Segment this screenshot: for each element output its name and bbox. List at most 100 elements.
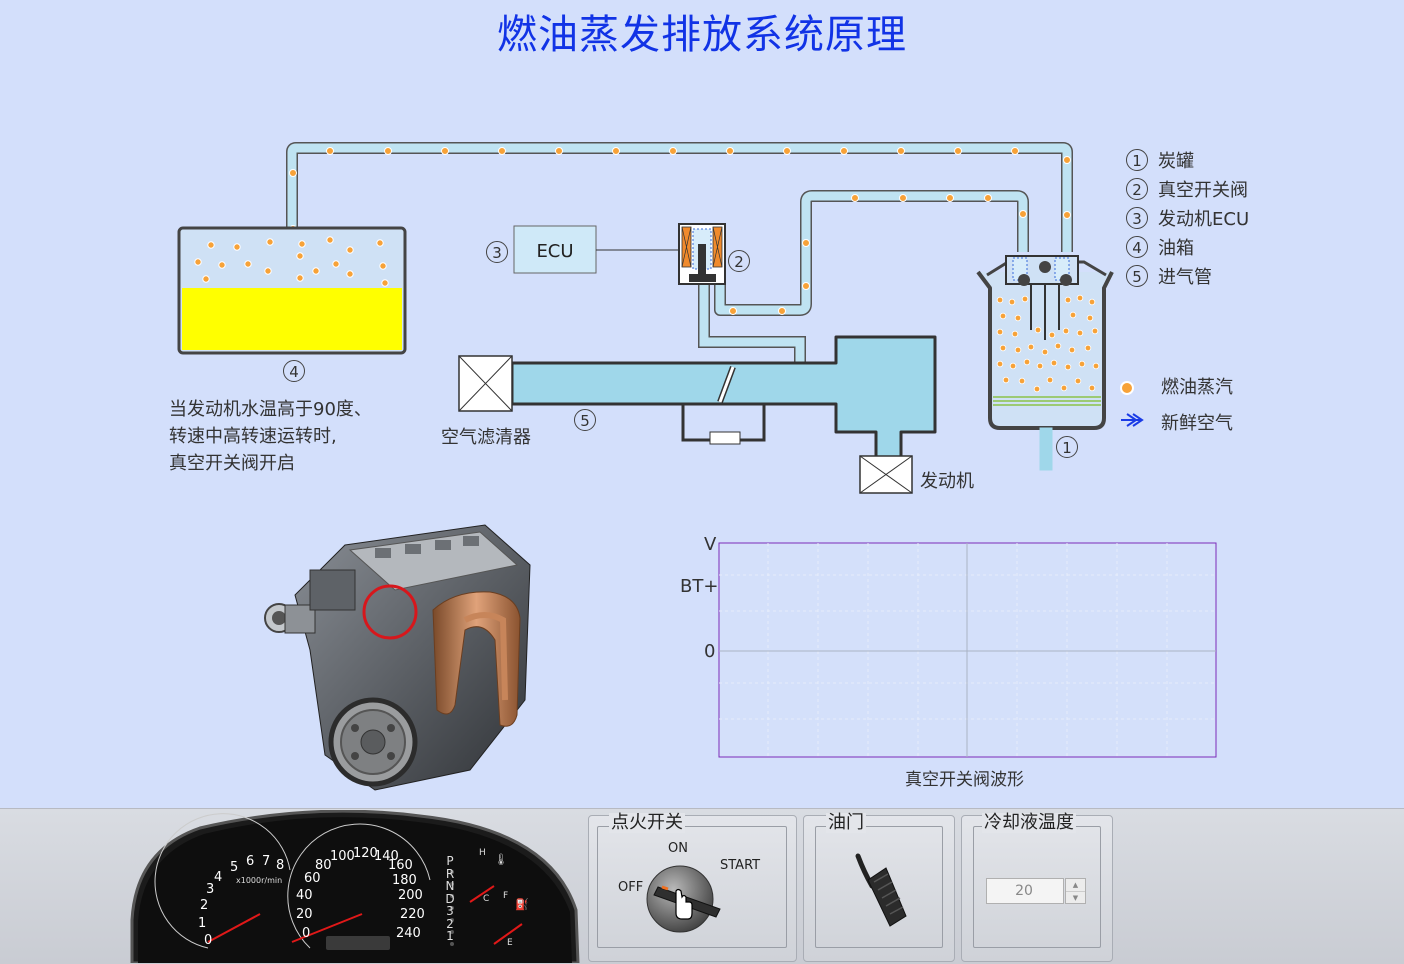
callout-3: 3 (486, 241, 508, 263)
chart-y-label: V (704, 534, 717, 555)
description-line: 真空开关阀开启 (169, 453, 295, 474)
legend-label: 发动机ECU (1158, 209, 1250, 230)
fuel-tank (177, 226, 407, 355)
ecu-box (513, 225, 680, 274)
temp-cold-label: C (483, 894, 490, 904)
throttle-pedal[interactable] (850, 850, 910, 930)
speed-tick: 180 (392, 873, 417, 888)
ignition-on-label: ON (668, 841, 688, 856)
legend-label: 炭罐 (1158, 151, 1194, 172)
tacho-tick: 8 (276, 858, 285, 873)
air-legend-label: 新鲜空气 (1161, 413, 1233, 434)
legend-item-intake: 5 进气管 (1126, 263, 1212, 289)
gear-letter: P (446, 854, 454, 868)
spin-down-icon[interactable]: ▼ (1072, 894, 1079, 902)
tacho-tick: 3 (206, 882, 215, 897)
ignition-start-label: START (720, 858, 761, 873)
chart-y-tick-bt: BT+ (680, 576, 719, 597)
air-legend-icon (1121, 413, 1144, 427)
legend-label: 真空开关阀 (1158, 180, 1248, 201)
intake-pipe (510, 335, 937, 460)
chart-y-tick-zero: 0 (704, 641, 716, 662)
engine-box (859, 455, 913, 494)
speed-tick: 240 (396, 926, 421, 941)
legend-item-tank: 4 油箱 (1126, 234, 1194, 260)
callout-4: 4 (283, 360, 305, 382)
legend-item-canister: 1 炭罐 (1126, 147, 1194, 173)
callout-1: 1 (1056, 436, 1078, 458)
tacho-tick: 5 (230, 860, 239, 875)
speed-tick: 60 (304, 871, 321, 886)
condition-description: 当发动机水温高于90度、 转速中高转速运转时, 真空开关阀开启 (169, 396, 372, 477)
gear-letter: D (445, 891, 455, 906)
tacho-tick: 4 (214, 870, 223, 885)
fuel-needle (493, 923, 523, 945)
tacho-needle (207, 913, 261, 943)
legend-num: 1 (1126, 149, 1148, 171)
instrument-cluster (130, 810, 580, 963)
legend-label: 油箱 (1158, 238, 1194, 259)
gear-letter: 3 (446, 904, 454, 918)
legend-num: 2 (1126, 178, 1148, 200)
speed-tick: 40 (296, 888, 313, 903)
air-filter-label: 空气滤清器 (441, 427, 531, 448)
gear-indicator: P R N D 3 2 1 (445, 855, 455, 943)
speed-tick: 160 (388, 858, 413, 873)
ecu-label: ECU (536, 241, 574, 262)
vacuum-switch-valve (678, 223, 726, 285)
hand-cursor-icon (675, 888, 693, 920)
legend-num: 3 (1126, 207, 1148, 229)
description-line: 转速中高转速运转时, (169, 426, 337, 447)
legend-num: 5 (1126, 265, 1148, 287)
ignition-title: 点火开关 (609, 812, 685, 833)
vacuum-valve-highlight (362, 584, 418, 640)
tacho-tick: 7 (262, 854, 271, 869)
speed-tick: 20 (296, 907, 313, 922)
throttle-title: 油门 (826, 812, 866, 833)
engine-illustration (264, 524, 531, 791)
fuel-empty-label: E (507, 938, 513, 948)
page-title: 燃油蒸发排放系统原理 (497, 12, 907, 58)
purge-pipe (714, 190, 1029, 316)
waveform-chart (718, 542, 1217, 758)
ignition-key-knob[interactable] (640, 865, 732, 937)
legend-item-ecu: 3 发动机ECU (1126, 205, 1249, 231)
tacho-unit: x1000r/min (236, 876, 283, 885)
description-line: 当发动机水温高于90度、 (169, 399, 372, 420)
speed-tick: 140 (374, 849, 399, 864)
tacho-tick: 1 (198, 916, 207, 931)
coolant-temp-spinner[interactable]: ▲ ▼ (1065, 878, 1086, 904)
vapor-dots-pipe (289, 147, 1071, 315)
coolant-temp-value: 20 (1015, 883, 1033, 899)
evap-system-diagram (177, 142, 1144, 494)
speed-tick: 80 (315, 858, 332, 873)
coolant-temp-input[interactable]: 20 (986, 878, 1064, 904)
temp-hot-label: H (479, 848, 486, 858)
speed-tick: 0 (302, 926, 311, 941)
fuel-full-label: F (503, 891, 509, 901)
gear-letter: N (445, 879, 455, 893)
fuel-pump-icon: ⛽ (515, 898, 529, 911)
tacho-tick: 6 (246, 854, 255, 869)
spin-up-icon[interactable]: ▲ (1066, 879, 1085, 892)
callout-2: 2 (728, 250, 750, 272)
chart-x-label: 真空开关阀波形 (905, 770, 1024, 790)
legend-label: 进气管 (1158, 267, 1212, 288)
engine-label: 发动机 (920, 471, 974, 492)
air-filter (458, 355, 513, 412)
gear-letter: R (445, 866, 455, 881)
tacho-tick: 2 (200, 898, 209, 913)
speed-tick: 120 (353, 846, 378, 861)
speed-tick: 200 (398, 888, 423, 903)
legend-item-valve: 2 真空开关阀 (1126, 176, 1248, 202)
speed-tick: 220 (400, 907, 425, 922)
temp-gauge-icon: 🌡 (494, 853, 508, 866)
temp-needle (469, 885, 495, 903)
legend-num: 4 (1126, 236, 1148, 258)
ignition-off-label: OFF (618, 880, 644, 895)
charcoal-canister (976, 255, 1114, 471)
tacho-tick: 0 (204, 933, 213, 948)
speed-tick: 100 (330, 849, 355, 864)
coolant-title: 冷却液温度 (982, 812, 1076, 833)
callout-5: 5 (574, 409, 596, 431)
